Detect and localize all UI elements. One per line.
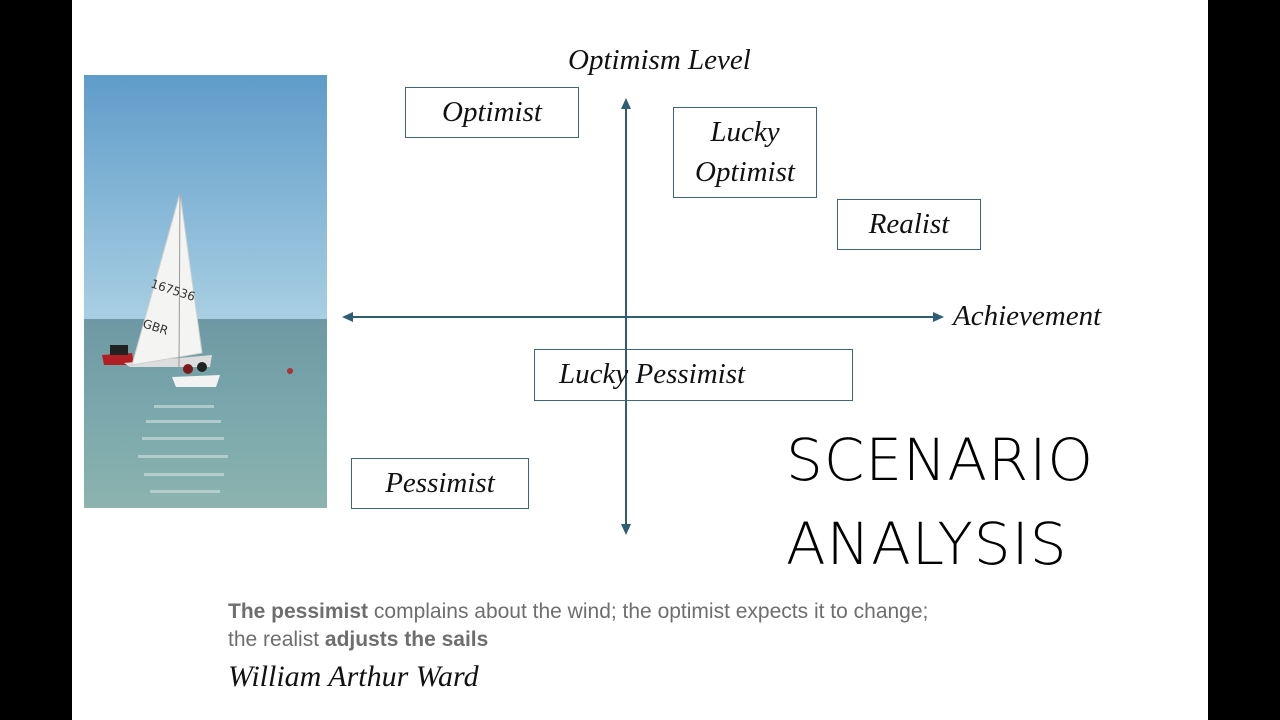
slide-title: SCENARIO ANALYSIS bbox=[786, 418, 1094, 586]
quote-line1: The pessimist complains about the wind; … bbox=[228, 598, 928, 626]
y-axis-arrow-down bbox=[621, 524, 631, 535]
x-axis-arrow-right bbox=[933, 312, 944, 322]
quote-bold-pessimist: The pessimist bbox=[228, 600, 369, 623]
title-line2: ANALYSIS bbox=[786, 510, 1068, 578]
quote-text2: the realist bbox=[228, 628, 325, 651]
quote-line2: the realist adjusts the sails bbox=[228, 626, 928, 654]
quote-text1: complains about the wind; the optimist e… bbox=[368, 600, 929, 623]
sailboat-photo: 167536 GBR bbox=[84, 75, 327, 508]
pessimist-box: Pessimist bbox=[351, 458, 529, 509]
realist-box: Realist bbox=[837, 199, 981, 250]
optimist-box: Optimist bbox=[405, 87, 579, 138]
sailboat-image: 167536 GBR bbox=[84, 75, 327, 508]
quote-author: William Arthur Ward bbox=[228, 660, 479, 693]
lucky-pessimist-box: Lucky Pessimist bbox=[534, 349, 853, 401]
quote-bold-sails: adjusts the sails bbox=[324, 628, 489, 651]
lucky-optimist-line1: Lucky bbox=[710, 116, 780, 149]
y-axis-label: Optimism Level bbox=[568, 44, 751, 76]
x-axis-arrow-left bbox=[342, 312, 353, 322]
lucky-optimist-line2: Optimist bbox=[695, 155, 795, 188]
title-line1: SCENARIO bbox=[786, 426, 1095, 494]
quote-text: The pessimist complains about the wind; … bbox=[228, 598, 928, 654]
lucky-optimist-box: Lucky Optimist bbox=[673, 107, 817, 198]
y-axis-arrow-up bbox=[621, 98, 631, 109]
x-axis-label: Achievement bbox=[953, 300, 1102, 332]
